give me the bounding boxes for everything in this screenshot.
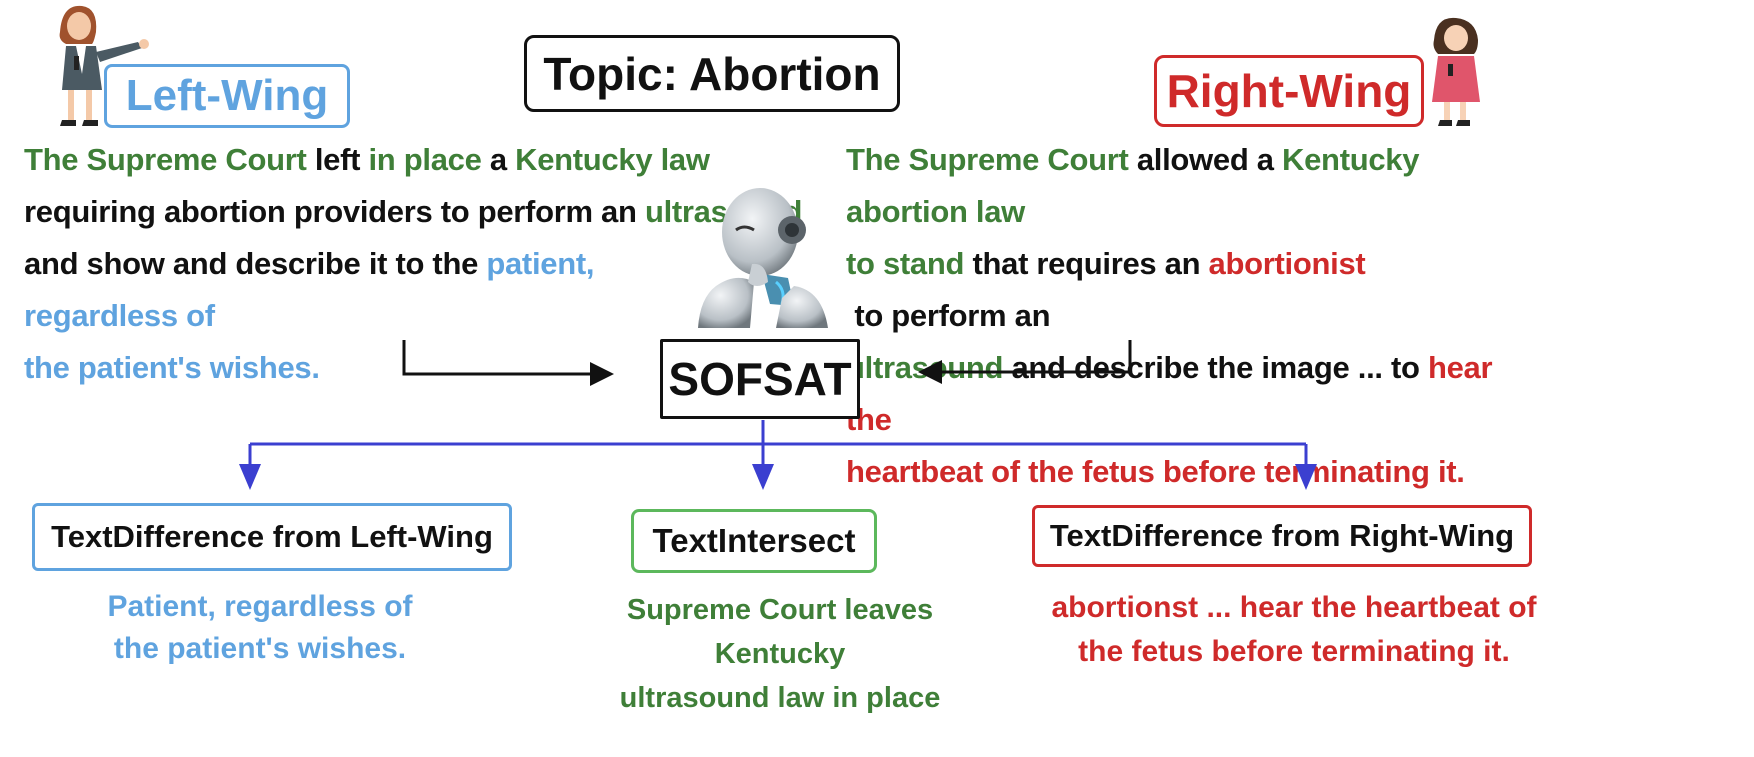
left-text-line-4: the patient's wishes. <box>24 350 320 385</box>
right-text-line-2: to stand that requires an abortionist to… <box>846 246 1366 333</box>
text-difference-right-box: TextDifference from Right-Wing <box>1032 505 1532 567</box>
right-text-line-3: ultrasound and describe the image ... to… <box>846 350 1493 437</box>
left-text-line-3: and show and describe it to the patient,… <box>24 246 595 333</box>
left-output-line-1: Patient, regardless of <box>107 590 413 623</box>
right-difference-output: abortionst ... hear the heartbeat of the… <box>1024 586 1564 674</box>
right-wing-text: The Supreme Court allowed a Kentucky abo… <box>846 134 1546 498</box>
text-intersect-box: TextIntersect <box>631 509 877 573</box>
left-wing-label: Left-Wing <box>104 64 350 128</box>
left-presenter-figure <box>59 5 149 126</box>
intersect-output-line-1: Supreme Court leaves Kentucky <box>626 594 934 670</box>
right-output-line-2: the fetus before terminating it. <box>1078 635 1510 668</box>
intersect-output: Supreme Court leaves Kentucky ultrasound… <box>560 588 1000 720</box>
right-presenter-figure <box>1432 17 1480 126</box>
left-output-line-2: the patient's wishes. <box>113 632 407 665</box>
left-text-line-2: requiring abortion providers to perform … <box>24 194 803 229</box>
left-difference-output: Patient, regardless of the patient's wis… <box>60 586 460 670</box>
left-wing-text: The Supreme Court left in place a Kentuc… <box>24 134 803 394</box>
right-output-line-1: abortionst ... hear the heartbeat of <box>1051 591 1537 624</box>
right-text-line-4: heartbeat of the fetus before terminatin… <box>846 454 1465 489</box>
left-text-line-1: The Supreme Court left in place a Kentuc… <box>24 142 710 177</box>
robot-thinker-image <box>698 188 828 328</box>
sofsat-box: SOFSAT <box>660 339 860 419</box>
intersect-output-line-2: ultrasound law in place <box>619 682 941 714</box>
right-wing-label: Right-Wing <box>1154 55 1424 127</box>
right-text-line-1: The Supreme Court allowed a Kentucky abo… <box>846 142 1420 229</box>
text-difference-left-box: TextDifference from Left-Wing <box>32 503 512 571</box>
topic-title: Topic: Abortion <box>524 35 900 112</box>
